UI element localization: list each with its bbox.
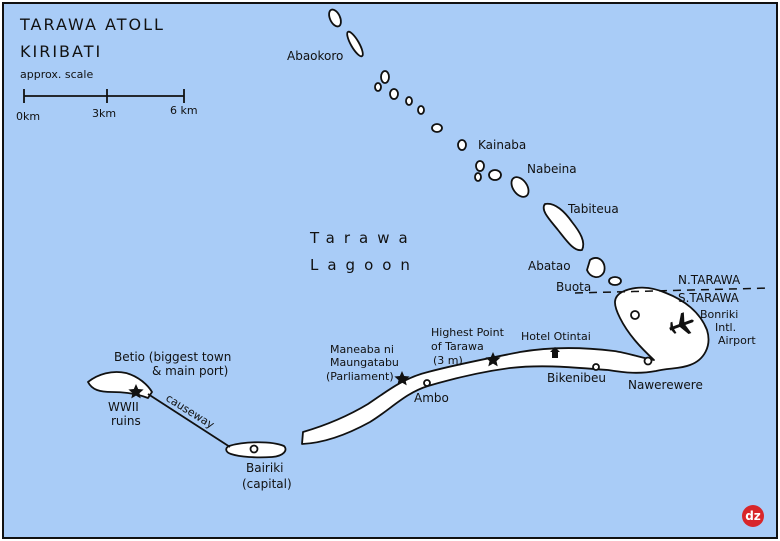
label-ww2-2: ruins — [111, 414, 141, 428]
village-dot-icon — [630, 310, 640, 320]
label-bonriki-1: Bonriki — [700, 308, 738, 321]
label-bairiki-2: (capital) — [242, 477, 292, 491]
map-title: TARAWA ATOLL — [19, 15, 165, 34]
label-abaokoro: Abaokoro — [287, 49, 343, 63]
label-maneaba-3: (Parliament) — [326, 370, 394, 383]
label-abatao: Abatao — [528, 259, 571, 273]
label-highest-3: (3 m) — [433, 354, 463, 367]
village-dot-icon — [643, 356, 653, 366]
label-highest-2: of Tarawa — [431, 340, 484, 353]
label-betio-2: & main port) — [152, 364, 228, 378]
label-nabeina: Nabeina — [527, 162, 577, 176]
star-icon — [485, 352, 501, 367]
label-maneaba-2: Maungatabu — [330, 356, 399, 369]
label-bikenibeu: Bikenibeu — [547, 371, 606, 385]
airplane-icon — [669, 312, 694, 334]
village-dot-icon — [592, 363, 600, 371]
star-icon — [128, 384, 144, 399]
label-tabiteua: Tabiteua — [567, 202, 619, 216]
village-dot-icon — [423, 379, 431, 387]
scale-tick-0: 0km — [16, 110, 40, 123]
scale-tick-3: 3km — [92, 107, 116, 120]
label-hotel: Hotel Otintai — [521, 330, 591, 343]
north-islet-chain — [328, 8, 622, 286]
label-maneaba-1: Maneaba ni — [330, 343, 394, 356]
landmark-stars — [128, 352, 501, 399]
village-dot-icon — [249, 444, 259, 454]
causeway-line — [147, 393, 231, 448]
scale-bar — [23, 89, 185, 103]
south-tarawa-island — [301, 286, 710, 445]
lagoon-label-1: Tarawa — [309, 229, 417, 247]
label-kainaba: Kainaba — [478, 138, 526, 152]
north-south-divider — [574, 287, 771, 294]
village-dots — [249, 310, 653, 454]
dz-logo: dz — [742, 505, 764, 527]
label-betio-1: Betio (biggest town — [114, 350, 231, 364]
label-highest-1: Highest Point — [431, 326, 505, 339]
map-subtitle: KIRIBATI — [20, 42, 102, 61]
hotel-icon — [550, 347, 560, 358]
lagoon-label-2: Lagoon — [310, 256, 419, 274]
label-bairiki-1: Bairiki — [246, 461, 283, 475]
label-south-tarawa: S.TARAWA — [678, 291, 740, 305]
scale-caption: approx. scale — [20, 68, 93, 81]
star-icon — [394, 371, 410, 386]
scale-tick-6: 6 km — [170, 104, 198, 117]
label-ambo: Ambo — [414, 391, 449, 405]
label-nawerewere: Nawerewere — [628, 378, 703, 392]
logo-text: dz — [745, 509, 761, 523]
label-ww2-1: WWII — [108, 400, 139, 414]
label-buota: Buota — [556, 280, 591, 294]
label-north-tarawa: N.TARAWA — [678, 273, 741, 287]
label-bonriki-3: Airport — [718, 334, 756, 347]
label-bonriki-2: Intl. — [715, 321, 736, 334]
